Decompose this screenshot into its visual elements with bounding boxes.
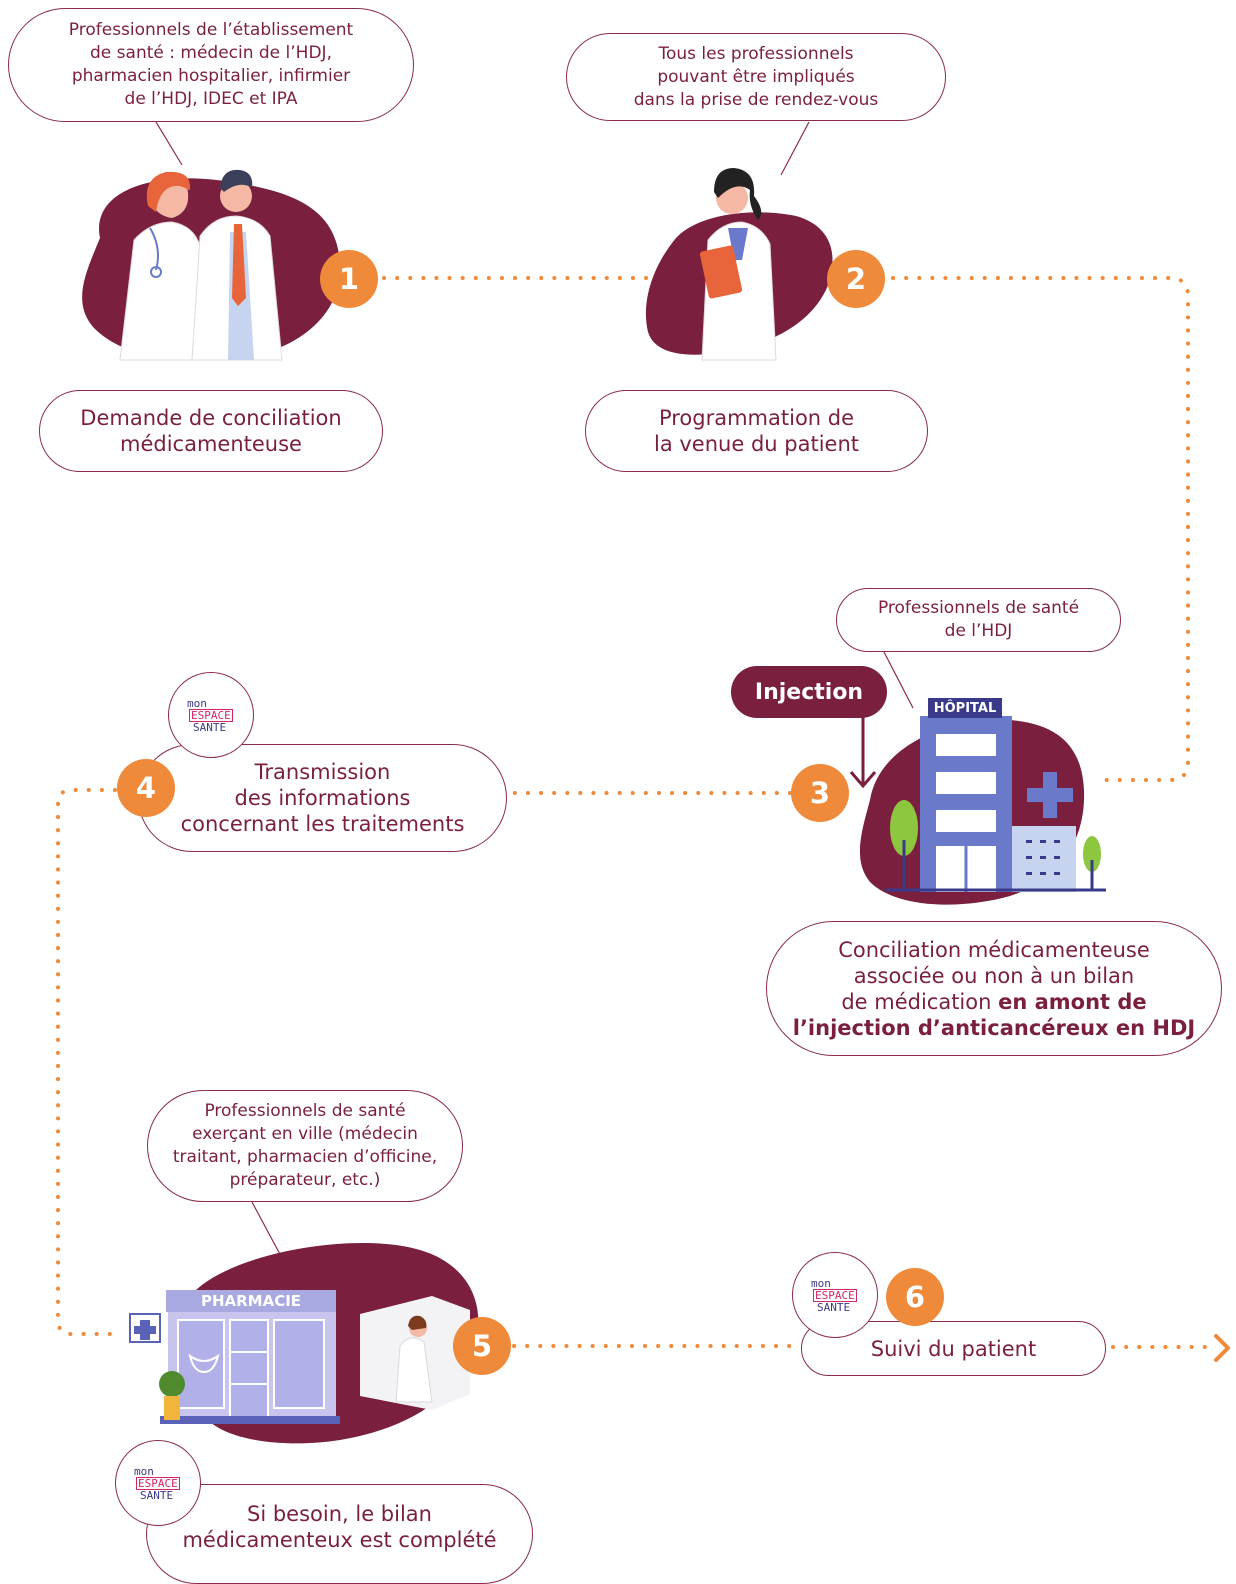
- step5-actors-bubble: Professionnels de santé exerçant en vill…: [147, 1090, 463, 1202]
- step3-actors-line1: Professionnels de santé: [877, 598, 1080, 618]
- pharmacy-sign: PHARMACIE: [200, 1292, 302, 1310]
- connector-4-5: [56, 788, 124, 1336]
- step2-actors-line3: dans la prise de rendez-vous: [633, 89, 879, 110]
- pointer-step5: [251, 1201, 283, 1259]
- step5-actors-line3: traitant, pharmacien d’officine,: [172, 1147, 438, 1167]
- step4-action-line3: concernant les traitements: [180, 812, 465, 836]
- mon-espace-sante-logo: mon ESPACE SANTE: [168, 672, 254, 758]
- logo-line1: mon: [187, 696, 207, 710]
- logo-line3: SANTE: [193, 720, 227, 734]
- step2-actors-line1: Tous les professionnels: [658, 43, 854, 64]
- step5-actors-line2: exerçant en ville (médecin: [192, 1124, 418, 1144]
- mon-espace-sante-logo: mon ESPACE SANTE: [115, 1440, 201, 1526]
- step1-actors-line4: de l’HDJ, IDEC et IPA: [124, 89, 298, 109]
- step5-actors-line4: préparateur, etc.): [229, 1170, 381, 1190]
- step2-actors-bubble: Tous les professionnels pouvant être imp…: [566, 33, 946, 121]
- logo-line2: ESPACE: [189, 708, 233, 722]
- step2-action-line1: Programmation de: [658, 406, 855, 430]
- step3-action-line2: associée ou non à un bilan: [853, 963, 1135, 988]
- step5-actors-line1: Professionnels de santé: [204, 1101, 406, 1121]
- step3-action-line3: de médication en amont de: [793, 989, 1196, 1015]
- step4-action-line2: des informations: [234, 786, 411, 810]
- step5-action-bubble: Si besoin, le bilan médicamenteux est co…: [146, 1484, 533, 1584]
- step2-actors-line2: pouvant être impliqués: [657, 66, 855, 87]
- step5-action-line1: Si besoin, le bilan: [247, 1502, 432, 1526]
- pointer-step3: [883, 651, 914, 709]
- doctor-clipboard-illustration: [645, 168, 833, 361]
- step4-action-line1: Transmission: [254, 760, 391, 784]
- logo-line1: mon: [811, 1276, 831, 1290]
- step3-action-bubble: Conciliation médicamenteuse associée ou …: [766, 921, 1222, 1056]
- step2-number-badge: 2: [827, 250, 885, 308]
- logo-line1: mon: [134, 1464, 154, 1478]
- step1-number-badge: 1: [320, 250, 378, 308]
- arrow-end-icon: [1214, 1334, 1230, 1362]
- injection-label: Injection: [731, 666, 887, 718]
- logo-line2: ESPACE: [813, 1288, 857, 1302]
- step3-action-line1: Conciliation médicamenteuse: [838, 937, 1150, 962]
- connector-2-3: [891, 276, 1190, 782]
- step3-action-line3-bold: en amont de: [998, 989, 1147, 1014]
- logo-line2: ESPACE: [136, 1476, 180, 1490]
- pointer-step1: [155, 121, 183, 166]
- step2-action-bubble: Programmation de la venue du patient: [585, 390, 928, 472]
- step1-actors-line3: pharmacien hospitalier, infirmier: [71, 66, 351, 86]
- logo-line3: SANTE: [140, 1488, 174, 1502]
- step5-number-badge: 5: [453, 1317, 511, 1375]
- step5-action-line2: médicamenteux est complété: [182, 1528, 497, 1552]
- logo-line3: SANTE: [817, 1300, 851, 1314]
- hospital-sign: HÔPITAL: [933, 701, 997, 716]
- step4-number-badge: 4: [117, 759, 175, 817]
- step1-action-bubble: Demande de conciliation médicamenteuse: [39, 390, 383, 472]
- mon-espace-sante-logo: mon ESPACE SANTE: [792, 1252, 878, 1338]
- step3-action-line3-plain: de médication: [841, 989, 999, 1014]
- step4-action-bubble: Transmission des informations concernant…: [138, 744, 507, 852]
- step3-action-line4: l’injection d’anticancéreux en HDJ: [792, 1015, 1196, 1040]
- step3-actors-line2: de l’HDJ: [944, 621, 1013, 641]
- step1-actors-bubble: Professionnels de l’établissement de san…: [8, 8, 414, 122]
- step3-number-badge: 3: [791, 764, 849, 822]
- injection-arrow-icon: [849, 716, 877, 789]
- step1-action-line1: Demande de conciliation: [80, 406, 342, 430]
- step6-action-line1: Suivi du patient: [870, 1336, 1037, 1361]
- doctors-illustration: [82, 169, 341, 361]
- step3-actors-bubble: Professionnels de santé de l’HDJ: [836, 588, 1121, 652]
- step1-actors-line1: Professionnels de l’établissement: [68, 20, 354, 40]
- step6-number-badge: 6: [886, 1268, 944, 1326]
- pointer-step2: [780, 121, 810, 176]
- step1-action-line2: médicamenteuse: [120, 432, 302, 456]
- pharmacy-illustration: [129, 1243, 479, 1444]
- step2-action-line2: la venue du patient: [654, 432, 859, 456]
- hospital-illustration: [859, 698, 1106, 905]
- step1-actors-line2: de santé : médecin de l’HDJ,: [90, 43, 332, 63]
